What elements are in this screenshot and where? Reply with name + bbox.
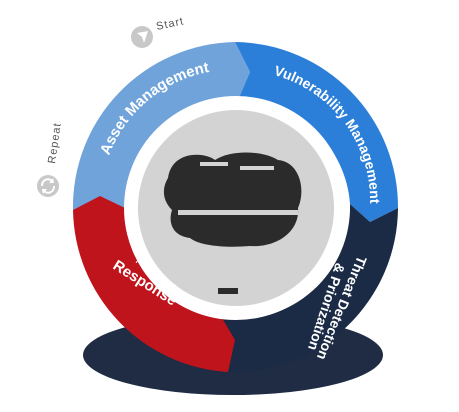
refresh-icon — [40, 178, 56, 194]
navigation-arrow-icon — [137, 31, 148, 43]
center-graphic — [163, 152, 302, 294]
repeat-label: Repeat — [46, 122, 64, 165]
start-label: Start — [155, 15, 185, 33]
segment-threat-detection[interactable] — [222, 204, 398, 373]
repeat-marker[interactable]: Repeat — [37, 122, 64, 197]
segment-vulnerability-management[interactable] — [235, 42, 399, 222]
start-marker[interactable]: Start — [131, 15, 185, 48]
